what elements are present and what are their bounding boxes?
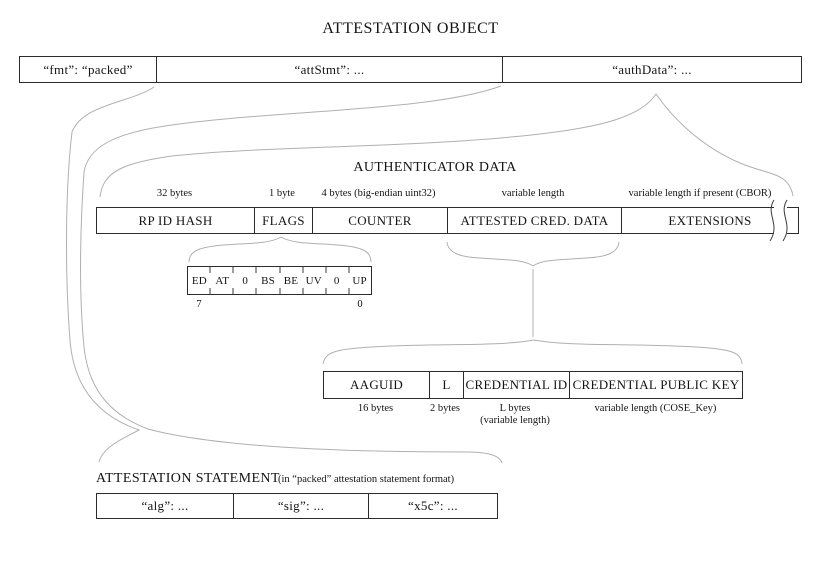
size-label-credential-public-key: variable length (COSE_Key): [594, 403, 717, 414]
fmt-cell: “fmt”: “packed”: [43, 61, 133, 77]
counter-cell: COUNTER: [312, 208, 447, 233]
attestation-statement-heading: ATTESTATION STATEMENT: [96, 471, 280, 486]
funnel-attstmt-left-line: [66, 86, 155, 463]
alg-cell: “alg”: ...: [141, 498, 189, 513]
attested-brace-lower: [322, 339, 743, 365]
aaguid-cell: AAGUID: [349, 377, 404, 392]
attestation-statement-row: “alg”: ... “sig”: ... “x5c”: ...: [96, 493, 498, 519]
bit-cell-be: BE: [283, 274, 299, 287]
diagram-title: ATTESTATION OBJECT: [322, 20, 499, 37]
length-cell: L: [429, 372, 463, 398]
size-label-counter: 4 bytes (big-endian uint32): [321, 188, 436, 199]
size-label-credential-id-line1: L bytes: [499, 403, 531, 414]
size-label-credential-id-line2: (variable length): [480, 414, 550, 426]
bit-cell-rfu1: 0: [333, 274, 340, 287]
credential-id-cell: CREDENTIAL ID: [463, 372, 569, 398]
brace-authdata: [99, 93, 794, 198]
bit-cell-at: AT: [215, 274, 230, 287]
bit-cell-rfu2: 0: [242, 274, 249, 287]
size-label-flags: 1 byte: [269, 188, 295, 199]
size-label-credential-id: L bytes (variable length): [462, 403, 568, 426]
sig-cell: “sig”: ...: [233, 494, 368, 518]
authdata-cell: “authData”: ...: [502, 57, 801, 82]
authenticator-data-row: RP ID HASH FLAGS COUNTER ATTESTED CRED. …: [96, 207, 799, 234]
size-label-rp-id-hash: 32 bytes: [156, 188, 193, 199]
flags-brace: [188, 236, 372, 263]
bit-cell-bs: BS: [261, 274, 275, 287]
authenticator-data-heading: AUTHENTICATOR DATA: [353, 160, 517, 175]
attested-brace-upper: [446, 241, 620, 267]
flags-cell: FLAGS: [254, 208, 312, 233]
extensions-cell: EXTENSIONS: [621, 208, 798, 233]
x5c-cell: “x5c”: ...: [368, 494, 497, 518]
size-label-attested-cred-data: variable length: [501, 188, 565, 199]
bit-index-low: 0: [357, 299, 363, 310]
bit-cell-ed: ED: [191, 274, 207, 287]
bit-index-high: 7: [196, 299, 202, 310]
bit-cell-uv: UV: [305, 274, 322, 287]
flags-bits-box: ED AT 0 BS BE UV 0 UP: [187, 266, 372, 295]
credential-public-key-cell: CREDENTIAL PUBLIC KEY: [569, 372, 742, 398]
attestation-object-row: “fmt”: “packed” “attStmt”: ... “authData…: [19, 56, 802, 83]
rp-id-hash-cell: RP ID HASH: [138, 212, 213, 228]
size-label-extensions: variable length if present (CBOR): [628, 188, 772, 199]
bit-cell-up: UP: [352, 274, 367, 287]
attested-cred-breakdown-row: AAGUID L CREDENTIAL ID CREDENTIAL PUBLIC…: [323, 371, 743, 399]
attestation-statement-format-note: (in “packed” attestation statement forma…: [278, 474, 455, 485]
attstmt-cell: “attStmt”: ...: [156, 57, 502, 82]
attested-cred-data-cell: ATTESTED CRED. DATA: [447, 208, 621, 233]
